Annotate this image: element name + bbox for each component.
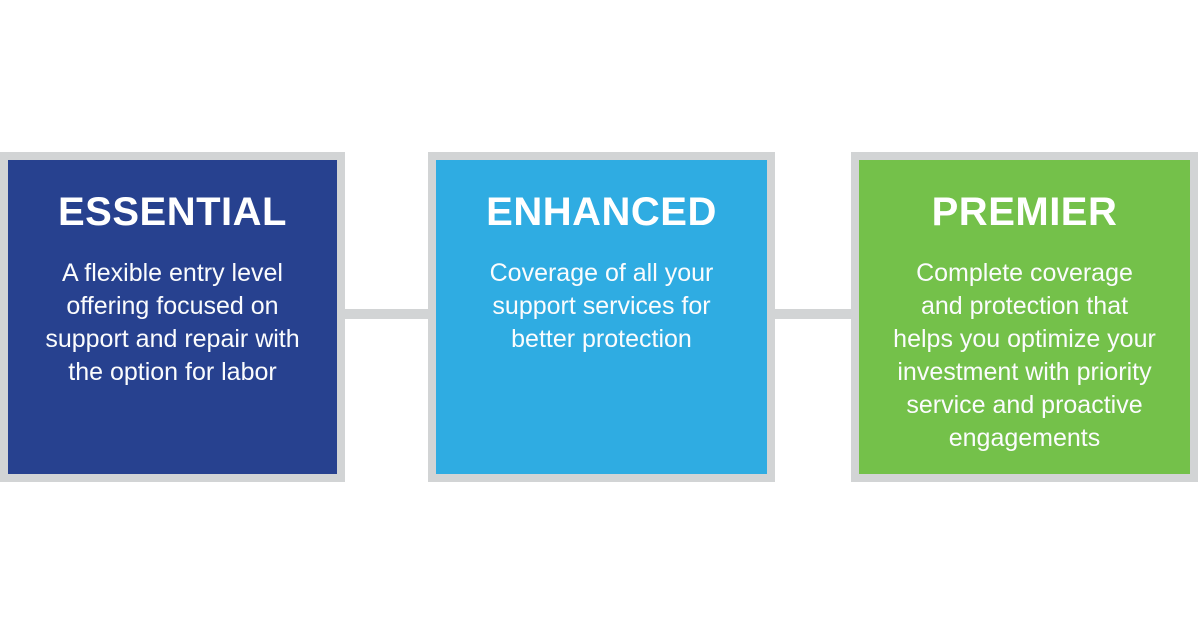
tier-description-essential: A flexible entry level offering focused … [45,259,300,386]
tier-title-enhanced: ENHANCED [486,190,717,234]
tier-title-essential: ESSENTIAL [58,190,287,234]
tier-description-enhanced: Coverage of all your support services fo… [489,259,714,353]
tier-card-premier: PREMIER Complete coverage and protection… [851,152,1198,482]
tier-title-premier: PREMIER [931,190,1118,234]
tier-description-premier: Complete coverage and protection that he… [893,259,1156,452]
tier-card-essential: ESSENTIAL A flexible entry level offerin… [0,152,345,482]
tier-card-enhanced: ENHANCED Coverage of all your support se… [428,152,775,482]
